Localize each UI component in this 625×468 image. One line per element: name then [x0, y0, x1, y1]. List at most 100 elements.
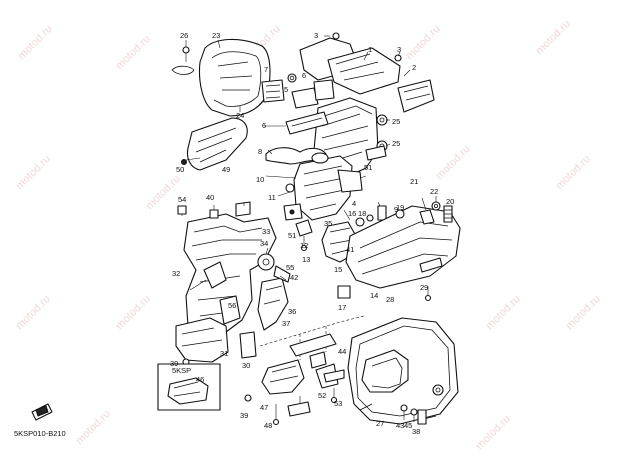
- air-shroud-part: [198, 38, 271, 117]
- callout-label: 2: [412, 63, 416, 72]
- callout-label: 41: [346, 245, 354, 254]
- inset-variant-label: 5KSP: [172, 366, 191, 375]
- callout-label: 6: [302, 71, 306, 80]
- watermark: motod.ru: [144, 173, 183, 212]
- callout-label: 17: [338, 303, 346, 312]
- callout-label: 34: [260, 239, 268, 248]
- callout-label: 53: [334, 399, 342, 408]
- callout-label: 45: [404, 421, 412, 430]
- callout-label: 27: [376, 419, 384, 428]
- watermark: motod.ru: [434, 143, 473, 182]
- callout-label: 13: [302, 255, 310, 264]
- callout-label: 52: [318, 391, 326, 400]
- callout-label: 3: [314, 31, 318, 40]
- callout-label: 43: [396, 421, 404, 430]
- clutch-lever-part: [244, 359, 345, 426]
- heat-shield-plate-part: [337, 285, 351, 299]
- callout-label: 39: [240, 411, 248, 420]
- callout-label: 5: [284, 85, 288, 94]
- lower-shroud-part: [181, 117, 248, 171]
- watermark: motod.ru: [14, 153, 53, 192]
- callout-label: 12: [300, 241, 308, 250]
- gasket-parts: [261, 73, 335, 109]
- callout-label: 37: [282, 319, 290, 328]
- callout-label: 30: [242, 361, 250, 370]
- callout-label: 19: [396, 203, 404, 212]
- callout-label: 3: [397, 45, 401, 54]
- cylinder-head-cover-part: [299, 32, 435, 113]
- crankcase-cover-part: [347, 317, 459, 425]
- callout-label: 39: [170, 359, 178, 368]
- diagram-code: 5KSP010-B210: [14, 429, 66, 438]
- callout-label: 25: [392, 139, 400, 148]
- callout-label: 48: [264, 421, 272, 430]
- carburetor-part: [283, 152, 363, 221]
- callout-label: 10: [256, 175, 264, 184]
- callout-label: 16: [348, 209, 356, 218]
- watermark: motod.ru: [404, 23, 443, 62]
- watermark: motod.ru: [16, 23, 55, 62]
- callout-label: 55: [286, 263, 294, 272]
- variant-inset-box: [157, 363, 221, 411]
- callout-label: 11: [268, 193, 276, 202]
- callout-label: 50: [176, 165, 184, 174]
- watermark: motod.ru: [14, 293, 53, 332]
- callout-label: 20: [446, 197, 454, 206]
- clip-icon: [31, 403, 53, 421]
- watermark: motod.ru: [484, 293, 523, 332]
- callout-label: 22: [430, 187, 438, 196]
- callout-label: 36: [288, 307, 296, 316]
- watermark: motod.ru: [114, 33, 153, 72]
- fuel-valve-part: [295, 219, 313, 252]
- callout-label: 1: [368, 45, 372, 54]
- callout-label: 29: [420, 283, 428, 292]
- callout-label: 51: [288, 231, 296, 240]
- callout-label: 38: [412, 427, 420, 436]
- callout-label: 14: [370, 291, 378, 300]
- callout-label: 44: [338, 347, 346, 356]
- callout-label: 24: [236, 111, 244, 120]
- cover-bolts-part: [400, 404, 427, 425]
- leader-lines: [181, 35, 437, 291]
- callout-label: 35: [324, 219, 332, 228]
- callout-label: 33: [262, 227, 270, 236]
- watermark-group: motod.ru motod.ru motod.ru motod.ru moto…: [14, 18, 603, 452]
- watermark: motod.ru: [74, 408, 113, 447]
- callout-label: 28: [386, 295, 394, 304]
- callout-label: 25: [392, 117, 400, 126]
- watermark: motod.ru: [564, 293, 603, 332]
- watermark: motod.ru: [474, 413, 513, 452]
- callout-label: 23: [212, 31, 220, 40]
- watermark: motod.ru: [114, 293, 153, 332]
- mount-bracket-part: [219, 253, 291, 331]
- callout-label: 40: [206, 193, 214, 202]
- callout-label: 21: [410, 177, 418, 186]
- callout-label: 18: [358, 209, 366, 218]
- small-clip-parts: [171, 46, 195, 75]
- callout-label: 9: [394, 205, 398, 214]
- muffler-part: [345, 205, 461, 289]
- watermark: motod.ru: [534, 18, 573, 57]
- callout-labels: 1 2 3 3 4 5 6 6 7 8 9 10 11 12 13 14 15 …: [170, 31, 454, 436]
- callout-label: 47: [260, 403, 268, 412]
- callout-label: 6: [262, 121, 266, 130]
- callout-label: 49: [222, 165, 230, 174]
- callout-label: 32: [172, 269, 180, 278]
- callout-label: 4: [352, 199, 356, 208]
- engine-frame-part: [177, 201, 277, 337]
- drive-shaft-centerline: [259, 315, 365, 369]
- callout-label: 42: [290, 273, 298, 282]
- callout-label: 56: [228, 301, 236, 310]
- callout-label: 8: [258, 147, 262, 156]
- callout-label: 51: [364, 163, 372, 172]
- muffler-hardware-part: [395, 201, 453, 302]
- callout-label: 26: [180, 31, 188, 40]
- callout-label: 54: [178, 195, 186, 204]
- watermark: motod.ru: [554, 153, 593, 192]
- callout-label: 31: [220, 349, 228, 358]
- callout-label: 15: [334, 265, 342, 274]
- callout-label: 46: [196, 375, 204, 384]
- callout-label: 7: [264, 65, 268, 74]
